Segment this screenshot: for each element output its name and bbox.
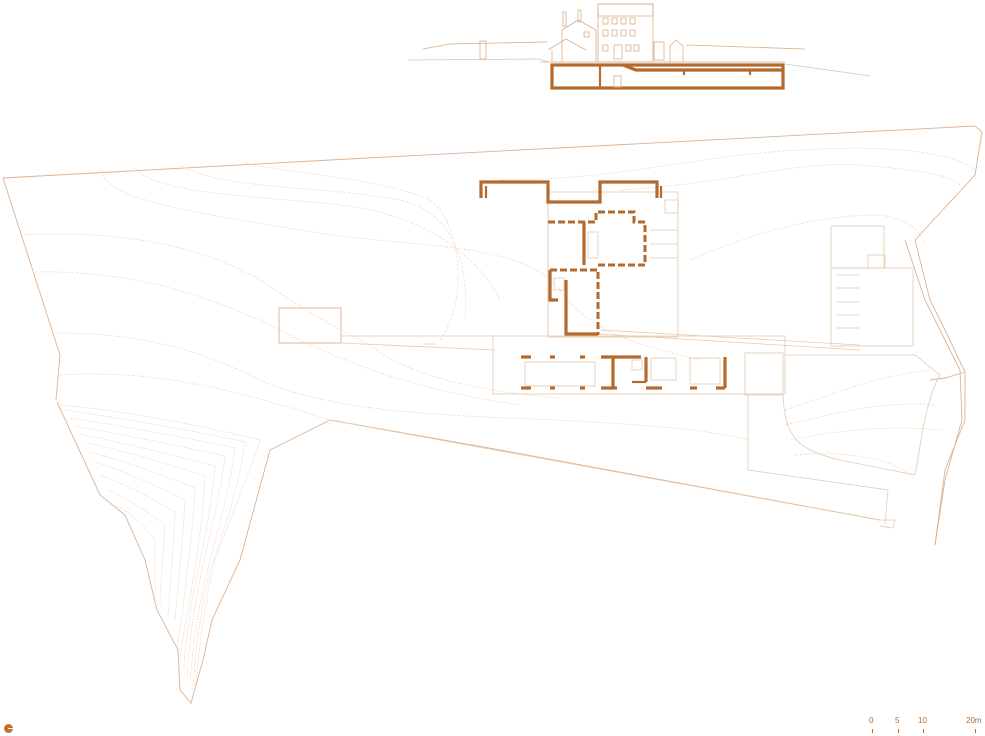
- scale-tick: [923, 729, 924, 733]
- site-plan: [2, 125, 983, 704]
- scale-label-10: 10: [918, 716, 927, 725]
- scale-tick: [872, 729, 873, 733]
- pavilion: [278, 307, 342, 344]
- scale-label-0: 0: [869, 716, 874, 725]
- north-arrow-icon: [4, 724, 14, 733]
- scale-tick: [975, 729, 976, 733]
- scale-tick: [898, 729, 899, 733]
- section-elevation: [407, 3, 871, 90]
- scale-label-20m: 20m: [966, 716, 982, 725]
- scale-label-5: 5: [895, 716, 900, 725]
